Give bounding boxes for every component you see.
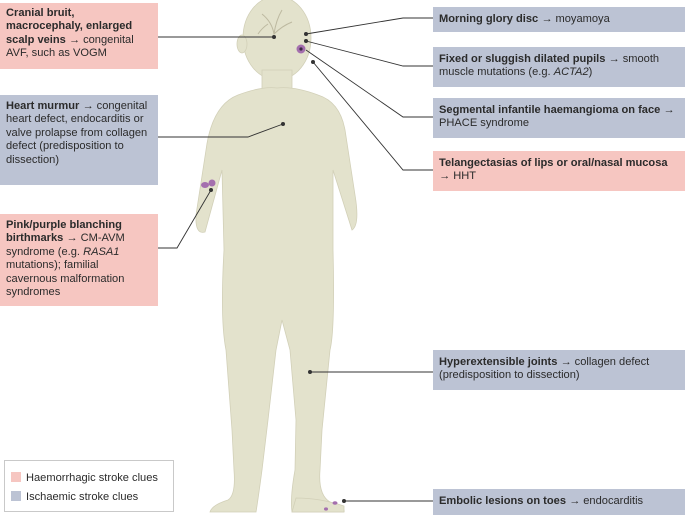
clue-text: HHT [453,170,476,183]
clue-bold: Embolic lesions on toes [439,495,566,507]
arrow: → [63,232,81,245]
toe-lesion-1 [332,501,338,505]
clue-box-morning-glory: Morning glory disc → moyamoya [433,7,685,32]
arrow: → [538,13,556,25]
clue-bold: Telangectasias of lips or oral/nasal muc… [439,157,668,169]
legend-item-ischaemic: Ischaemic stroke clues [11,491,138,504]
clue-text: moyamoya [555,13,610,25]
clue-bold: Fixed or sluggish dilated pupils [439,53,606,65]
gene-name: RASA1 [83,245,120,258]
leader-pupils [305,40,433,67]
legend: Haemorrhagic stroke clues Ischaemic stro… [4,460,174,512]
clue-box-haemangioma: Segmental infantile haemangioma on face … [433,98,685,138]
dot-bruit [272,35,276,39]
clue-text: smooth muscle mutations (e.g. [439,53,660,79]
legend-label: Haemorrhagic stroke clues [26,472,158,484]
dot-murmur [281,122,285,126]
legend-label: Ischaemic stroke clues [26,491,139,503]
clue-box-joints: Hyperextensible joints → collagen defect… [433,350,685,390]
dot-joints [308,370,312,374]
arrow: → [605,53,623,65]
leader-telangiectasia [312,61,433,171]
clue-text: ) [588,66,593,79]
child-silhouette [195,0,358,513]
leader-murmur [158,123,284,138]
leader-endpoints [209,32,346,503]
clue-box-pupils: Fixed or sluggish dilated pupils → smoot… [433,47,685,87]
leader-morning [305,17,433,35]
dot-morning [304,32,308,36]
arrow: → [660,104,675,116]
lesions [201,44,338,511]
clue-text: collagen defect (predisposition to disse… [439,356,650,382]
leader-haemangioma [305,49,433,118]
clue-bold: Heart murmur [6,100,80,112]
clue-box-birthmarks: Pink/purple blanching birthmarks → CM-AV… [0,214,158,306]
dot-pupils [304,39,308,43]
torso-and-legs [195,87,358,513]
clue-bold: Cranial bruit, macrocephaly, enlarged sc… [6,7,133,46]
left-ear [236,34,248,54]
clue-box-bruit: Cranial bruit, macrocephaly, enlarged sc… [0,3,158,69]
arm-birthmark-2 [208,179,216,187]
clue-text: CM-AVM syndrome (e.g. [6,232,125,258]
arm-birthmark-1 [201,182,209,188]
arrow: → [79,100,97,112]
right-foot [291,497,345,513]
leader-lines [158,17,433,502]
clue-box-murmur: Heart murmur → congenital heart defect, … [0,95,158,185]
scalp-veins [257,9,293,36]
legend-item-haemorrhagic: Haemorrhagic stroke clues [11,472,158,485]
arrow: → [566,495,584,507]
ischaemic-swatch [11,491,21,501]
clue-box-telangiectasia: Telangectasias of lips or oral/nasal muc… [433,151,685,191]
gene-name: ACTA2 [553,66,589,79]
clue-bold: Pink/purple blanching birthmarks [6,219,122,245]
dot-birthmarks [209,188,213,192]
head [242,0,312,81]
dot-toes [342,499,346,503]
clue-text: congenital AVF, such as VOGM [6,33,134,60]
clue-text: endocarditis [583,495,644,507]
toe-lesion-2 [324,507,328,511]
clue-bold: Hyperextensible joints [439,356,558,368]
dot-telangiectasia [311,60,315,64]
arrow: → [65,33,84,46]
leader-birthmarks [158,189,212,249]
clue-bold: Morning glory disc [439,13,539,25]
arrow: → [557,356,575,368]
clue-box-toes: Embolic lesions on toes → endocarditis [433,489,685,515]
clue-text: congenital heart defect, endocarditis or… [6,100,148,166]
clue-bold: Segmental infantile haemangioma on face [439,104,661,116]
clue-text: PHACE syndrome [439,117,530,130]
face-lesion-dot [299,47,303,51]
clue-text: mutations); familial cavernous malformat… [6,259,125,299]
arrow: → [439,170,454,183]
haemorrhagic-swatch [11,472,21,482]
